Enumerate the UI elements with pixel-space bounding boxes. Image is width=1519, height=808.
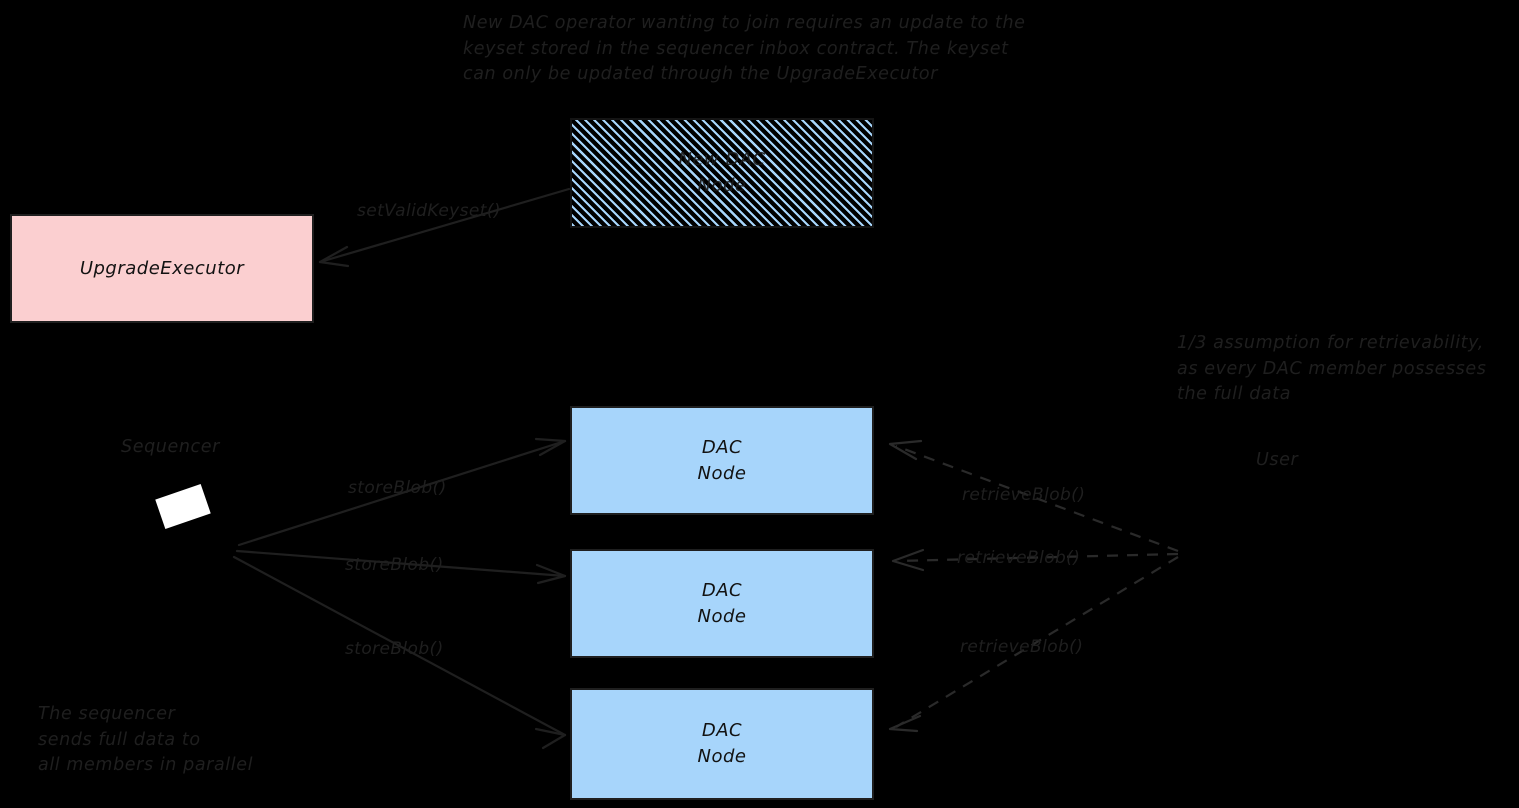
- edge-label-retrieve-blob-1: retrieveBlob(): [962, 485, 1086, 505]
- actor-label-user: User: [1256, 450, 1299, 470]
- edge-label-store-blob-3: storeBlob(): [345, 639, 444, 659]
- node-label-new-dac-node: New DAC Node: [678, 149, 766, 196]
- edge-label-set-valid-keyset: setValidKeyset(): [357, 201, 501, 221]
- node-dac-node-3[interactable]: DAC Node: [570, 688, 874, 800]
- node-new-dac-node[interactable]: New DAC Node: [570, 118, 874, 228]
- edge-label-store-blob-2: storeBlob(): [345, 555, 444, 575]
- node-label-dac-node-1: DAC Node: [697, 436, 747, 484]
- sequencer-icon: [155, 484, 211, 529]
- arrowhead-retrieve-blob-1: [888, 439, 923, 461]
- arrowhead-retrieve-blob-3: [888, 714, 922, 733]
- node-upgrade-executor[interactable]: UpgradeExecutor: [10, 214, 314, 323]
- node-label-dac-node-3: DAC Node: [697, 720, 747, 767]
- arrowhead-retrieve-blob-2: [891, 548, 925, 572]
- annotation-sequencer-parallel: The sequencer sends full data to all mem…: [38, 704, 254, 775]
- edge-label-store-blob-1: storeBlob(): [348, 478, 447, 498]
- node-dac-node-1[interactable]: DAC Node: [570, 406, 874, 515]
- annotation-retrievability-assumption: 1/3 assumption for retrievability, as ev…: [1177, 333, 1487, 404]
- actor-label-sequencer: Sequencer: [121, 437, 220, 457]
- annotation-keyset-update: New DAC operator wanting to join require…: [463, 13, 1026, 84]
- node-label-upgrade-executor: UpgradeExecutor: [79, 257, 245, 279]
- node-label-dac-node-2: DAC Node: [697, 579, 747, 627]
- edge-label-retrieve-blob-3: retrieveBlob(): [960, 637, 1084, 657]
- node-dac-node-2[interactable]: DAC Node: [570, 549, 874, 658]
- edge-label-retrieve-blob-2: retrieveBlob(): [957, 548, 1081, 568]
